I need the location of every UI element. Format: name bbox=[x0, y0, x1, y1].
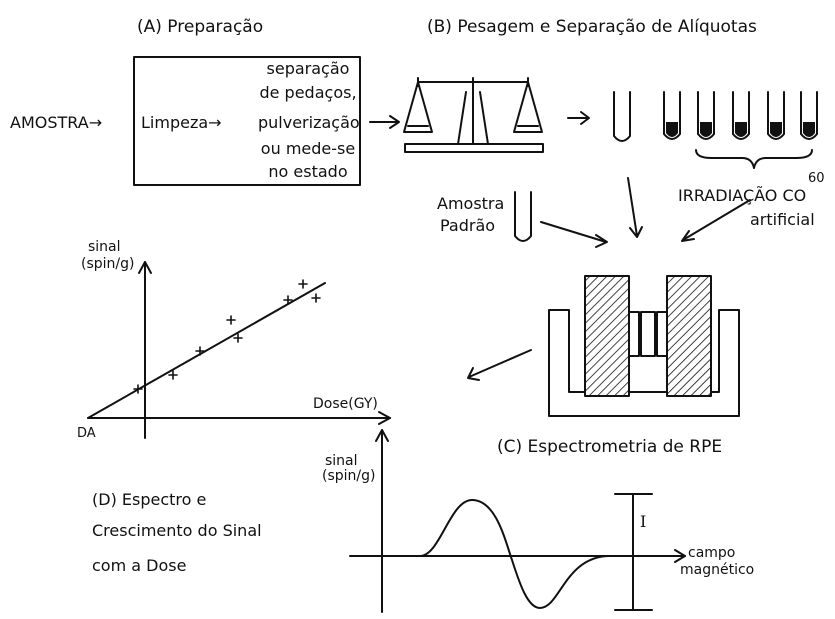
aliquot-tube-icon bbox=[801, 92, 817, 139]
prep-step-5: no estado bbox=[268, 162, 348, 181]
sample-label: AMOSTRA→ bbox=[10, 113, 103, 132]
spectrum-plot bbox=[350, 430, 685, 612]
prep-step-3: pulverização bbox=[258, 113, 360, 132]
dose-plot-ylabel-line-1: sinal bbox=[88, 239, 121, 255]
prep-step-4: ou mede-se bbox=[260, 139, 356, 158]
prep-step-1: separação bbox=[266, 59, 350, 78]
epr-spectrometer-icon bbox=[549, 276, 739, 416]
spectrum-curve bbox=[390, 500, 630, 608]
aliquot-tube-icon bbox=[664, 92, 680, 139]
aliquot-tube-icon bbox=[733, 92, 749, 139]
aliquot-tubes bbox=[664, 92, 817, 139]
data-points bbox=[134, 280, 320, 393]
standard-sample-tube-icon bbox=[515, 192, 531, 241]
spectrum-xlabel-line-1: campo bbox=[688, 545, 736, 561]
arrow-irradiation-to-spectrometer bbox=[682, 200, 750, 241]
standard-label-line-1: Amostra bbox=[437, 194, 505, 213]
dose-plot-ylabel-line-2: (spin/g) bbox=[81, 256, 135, 272]
section-a-title: (A) Preparação bbox=[137, 17, 264, 37]
section-d-title-line-3: com a Dose bbox=[92, 556, 187, 575]
section-d-title-line-1: (D) Espectro e bbox=[92, 490, 207, 509]
dose-response-plot bbox=[88, 262, 390, 438]
dose-fit-line bbox=[88, 283, 325, 418]
arrow-standard-to-spectrometer bbox=[541, 222, 607, 247]
section-c-title: (C) Espectrometria de RPE bbox=[497, 437, 723, 457]
prep-step-2: de pedaços, bbox=[259, 83, 357, 102]
arrow-prep-to-balance bbox=[370, 116, 399, 128]
spectrum-xlabel-line-2: magnético bbox=[680, 562, 755, 578]
arrow-balance-to-tube bbox=[568, 112, 589, 124]
intensity-label: I bbox=[640, 512, 647, 531]
isotope-label: 60 bbox=[808, 171, 825, 186]
spectrum-ylabel-line-1: sinal bbox=[325, 453, 358, 469]
preparation-box bbox=[134, 57, 360, 185]
dose-plot-xlabel: Dose(GY) bbox=[313, 396, 378, 412]
balance-scale-icon bbox=[404, 78, 543, 152]
aliquot-tube-icon bbox=[768, 92, 784, 139]
spectrum-ylabel-line-2: (spin/g) bbox=[322, 468, 376, 484]
group-brace bbox=[696, 150, 812, 168]
dose-plot-origin-label: DA bbox=[77, 426, 96, 441]
aliquot-tube-icon bbox=[698, 92, 714, 139]
section-b-title: (B) Pesagem e Separação de Alíquotas bbox=[427, 17, 757, 37]
artificial-label: artificial bbox=[750, 210, 815, 229]
arrow-tube-to-spectrometer bbox=[628, 178, 642, 237]
test-tube-icon bbox=[614, 92, 630, 141]
arrow-spectrometer-to-plot bbox=[468, 350, 531, 380]
irradiation-label: IRRADIAÇÃO CO bbox=[678, 186, 807, 205]
standard-label-line-2: Padrão bbox=[440, 216, 496, 235]
cleaning-label: Limpeza→ bbox=[141, 113, 222, 132]
section-d-title-line-2: Crescimento do Sinal bbox=[92, 521, 262, 540]
